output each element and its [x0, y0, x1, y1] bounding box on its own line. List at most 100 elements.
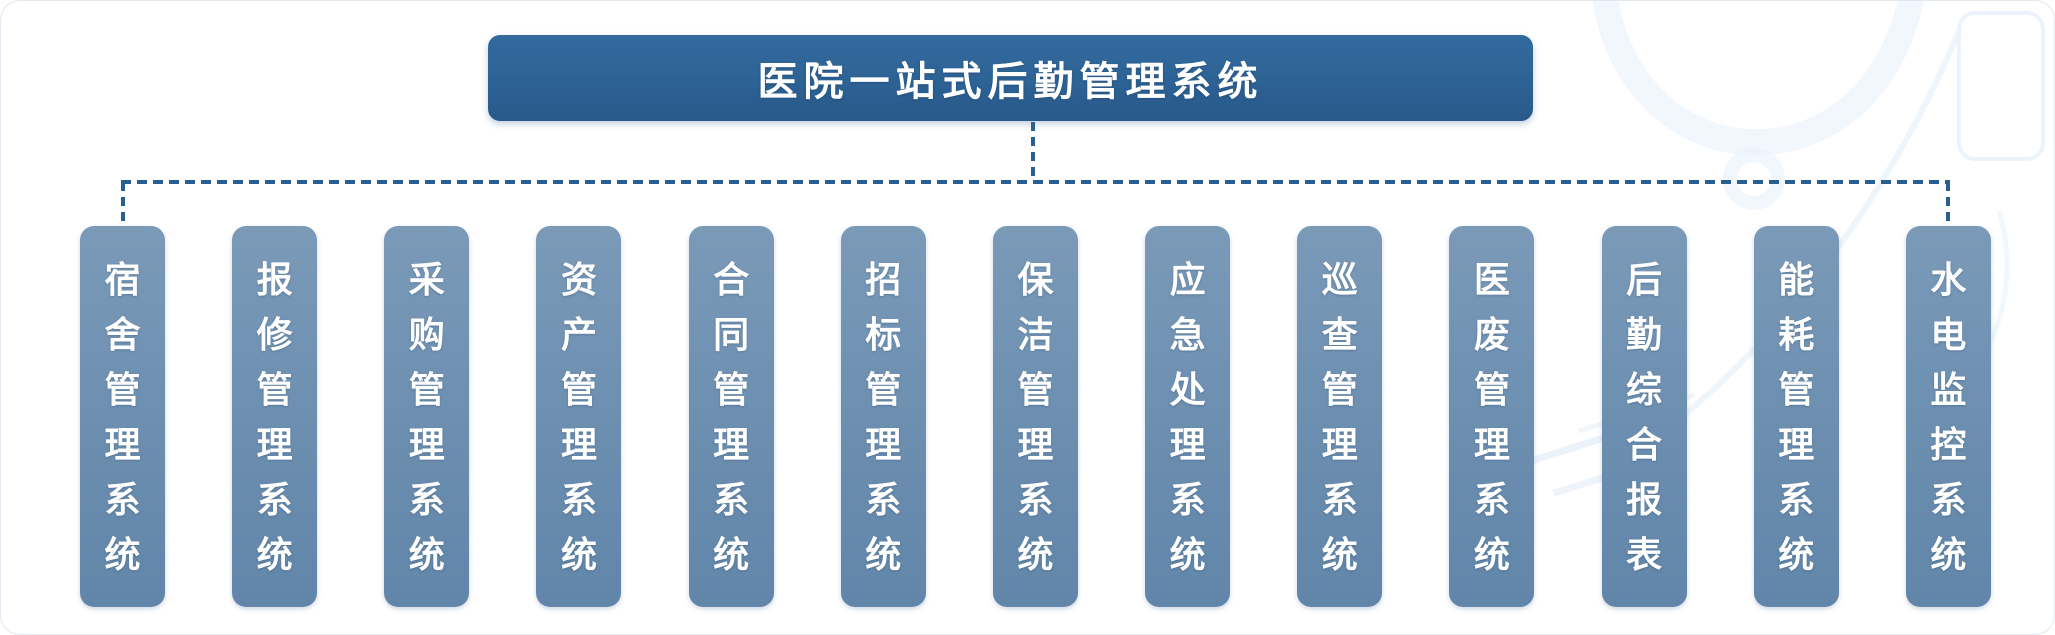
system-box-char: 统 [1930, 533, 1967, 575]
system-box-char: 统 [865, 533, 902, 575]
system-box-char: 管 [408, 368, 445, 410]
system-box-label: 宿舍管理系统 [104, 252, 140, 582]
system-box-char: 系 [1930, 478, 1967, 520]
system-box-char: 管 [1473, 368, 1510, 410]
system-box-char: 修 [256, 313, 293, 355]
system-box-char: 管 [104, 368, 141, 410]
system-box-char: 水 [1930, 258, 1967, 300]
system-box-char: 管 [256, 368, 293, 410]
system-box-char: 统 [104, 533, 141, 575]
system-box-char: 管 [560, 368, 597, 410]
systems-row: 宿舍管理系统 报修管理系统 采购管理系统 资产管理系统 合同管理系统 招标管理系… [80, 226, 1991, 607]
system-box-char: 统 [1169, 533, 1206, 575]
connector-right-stub [1946, 182, 1950, 228]
system-box-char: 资 [560, 258, 597, 300]
system-box-char: 控 [1930, 423, 1967, 465]
system-box-char: 综 [1626, 368, 1663, 410]
system-box-char: 系 [1169, 478, 1206, 520]
system-box-char: 理 [1169, 423, 1206, 465]
system-box-char: 合 [713, 258, 750, 300]
system-box-label: 保洁管理系统 [1017, 252, 1053, 582]
system-box-inspection: 巡查管理系统 [1297, 226, 1383, 607]
system-box-char: 理 [560, 423, 597, 465]
system-box-char: 系 [104, 478, 141, 520]
system-box-char: 系 [1017, 478, 1054, 520]
system-box-char: 理 [1778, 423, 1815, 465]
system-box-label: 资产管理系统 [561, 252, 597, 582]
system-box-char: 理 [1017, 423, 1054, 465]
system-box-char: 系 [560, 478, 597, 520]
system-box-char: 管 [865, 368, 902, 410]
system-box-char: 医 [1473, 258, 1510, 300]
system-box-asset: 资产管理系统 [536, 226, 622, 607]
system-box-char: 电 [1930, 313, 1967, 355]
system-box-char: 系 [1321, 478, 1358, 520]
system-box-char: 报 [1626, 478, 1663, 520]
system-box-char: 统 [1321, 533, 1358, 575]
system-box-label: 采购管理系统 [409, 252, 445, 582]
system-box-procurement: 采购管理系统 [384, 226, 470, 607]
system-box-char: 系 [865, 478, 902, 520]
system-box-tender: 招标管理系统 [840, 226, 926, 607]
system-box-char: 巡 [1321, 258, 1358, 300]
system-box-char: 管 [1778, 368, 1815, 410]
system-box-char: 理 [104, 423, 141, 465]
system-box-label: 巡查管理系统 [1322, 252, 1358, 582]
system-box-char: 系 [713, 478, 750, 520]
system-box-char: 购 [408, 313, 445, 355]
system-box-char: 系 [256, 478, 293, 520]
system-box-char: 洁 [1017, 313, 1054, 355]
system-box-logistics-report: 后勤综合报表 [1601, 226, 1687, 607]
system-box-label: 招标管理系统 [865, 252, 901, 582]
system-box-char: 表 [1626, 533, 1663, 575]
system-box-char: 舍 [104, 313, 141, 355]
system-box-char: 理 [408, 423, 445, 465]
system-box-label: 报修管理系统 [257, 252, 293, 582]
system-box-char: 招 [865, 258, 902, 300]
system-box-char: 系 [1778, 478, 1815, 520]
system-box-char: 统 [1017, 533, 1054, 575]
system-box-char: 同 [713, 313, 750, 355]
root-system-title: 医院一站式后勤管理系统 [757, 60, 1264, 104]
system-box-char: 采 [408, 258, 445, 300]
root-system-box: 医院一站式后勤管理系统 [488, 35, 1533, 121]
system-box-medical-waste: 医废管理系统 [1449, 226, 1535, 607]
system-box-emergency: 应急处理系统 [1145, 226, 1231, 607]
system-box-char: 合 [1626, 423, 1663, 465]
system-box-char: 管 [1017, 368, 1054, 410]
system-box-char: 理 [713, 423, 750, 465]
system-box-char: 统 [560, 533, 597, 575]
system-box-repair: 报修管理系统 [232, 226, 318, 607]
system-box-cleaning: 保洁管理系统 [992, 226, 1078, 607]
connector-rail [121, 180, 1950, 184]
system-box-label: 应急处理系统 [1170, 252, 1206, 582]
system-box-char: 管 [713, 368, 750, 410]
system-box-dormitory: 宿舍管理系统 [80, 226, 165, 607]
system-box-char: 管 [1321, 368, 1358, 410]
system-box-char: 理 [865, 423, 902, 465]
system-box-char: 统 [256, 533, 293, 575]
system-box-char: 保 [1017, 258, 1054, 300]
system-box-char: 统 [408, 533, 445, 575]
system-box-char: 产 [560, 313, 597, 355]
system-box-char: 理 [256, 423, 293, 465]
connector-left-stub [121, 182, 125, 228]
system-box-char: 查 [1321, 313, 1358, 355]
system-box-char: 能 [1778, 258, 1815, 300]
system-box-utility-monitoring: 水电监控系统 [1905, 226, 1991, 607]
system-box-char: 理 [1473, 423, 1510, 465]
system-box-char: 处 [1169, 368, 1206, 410]
system-box-char: 勤 [1626, 313, 1663, 355]
system-box-char: 后 [1626, 258, 1663, 300]
system-box-label: 后勤综合报表 [1626, 252, 1662, 582]
system-box-char: 理 [1321, 423, 1358, 465]
system-box-label: 医废管理系统 [1474, 252, 1510, 582]
system-box-char: 应 [1169, 258, 1206, 300]
system-box-label: 能耗管理系统 [1778, 252, 1814, 582]
system-box-char: 统 [1473, 533, 1510, 575]
connector-root-drop [1031, 122, 1035, 182]
system-box-char: 统 [1778, 533, 1815, 575]
system-box-char: 急 [1169, 313, 1206, 355]
system-box-label: 水电监控系统 [1930, 252, 1966, 582]
